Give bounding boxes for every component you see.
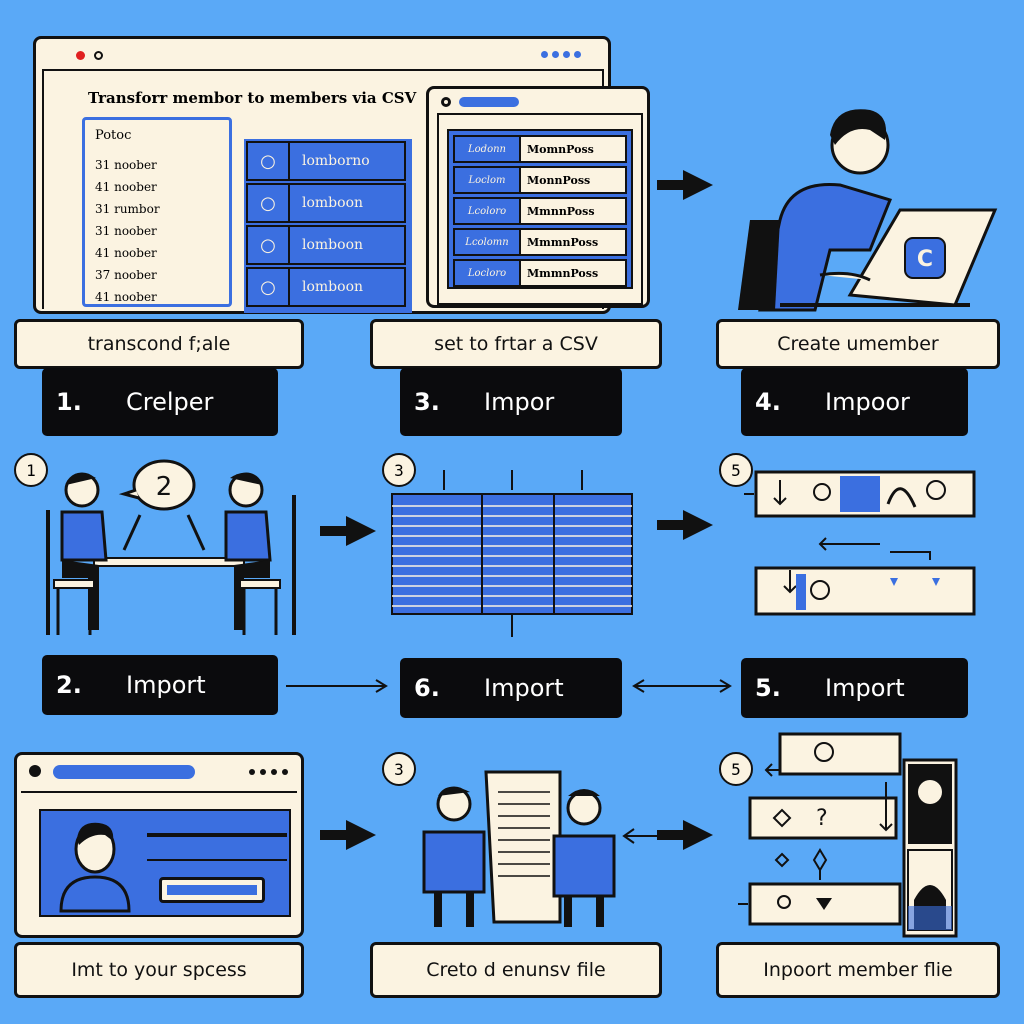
csv-cell-right: MmnnPoss [521,199,625,223]
member-list: ○ lomborno ○ lomboon ○ lomboon ○ lomboon [244,139,412,313]
step-6[interactable]: 6.Import [400,658,622,718]
step-4[interactable]: 4.Impoor [741,368,968,436]
arrow-right-icon [657,820,713,850]
member-icon: ○ [248,143,290,179]
profile-input[interactable] [159,877,265,903]
caption-import-to-spaces: Imt to your spcess [14,942,304,998]
sidebar-title: Potoc [95,128,132,143]
member-label: lomboon [302,195,364,211]
panel-number: 3 [382,453,416,487]
sidebar-row[interactable]: 41 noober [95,246,157,260]
arrow-left-icon [622,828,660,844]
sidebar-row[interactable]: 31 noober [95,224,157,238]
sidebar-row[interactable]: 41 noober [95,290,157,304]
double-arrow-icon [632,679,732,693]
step-2[interactable]: 2.Import [42,655,278,715]
panel-number: 5 [719,752,753,786]
laptop-badge: C [917,247,933,272]
csv-cell-right: MmmnPoss [521,261,625,285]
step-3[interactable]: 3.Impor [400,368,622,436]
tab-bar[interactable] [459,97,519,107]
arrow-right-icon [320,820,376,850]
window-title: Transforr membor to members via CSV [88,89,417,107]
caption-set-to-csv: set to frtar a CSV [370,319,662,369]
member-import-illustration: ? [738,732,958,938]
speech-bubble-text: 2 [156,472,173,502]
step-1[interactable]: 1.Crelper [42,368,278,436]
person-laptop-illustration: C [738,109,998,312]
member-label: lomborno [302,153,370,169]
arrow-right-icon [657,510,713,540]
caption-transcond-file: transcond f;ale [14,319,304,369]
arrow-right-icon [657,170,713,200]
panel-number: 5 [719,453,753,487]
member-label: lomboon [302,279,364,295]
member-icon: ○ [248,185,290,221]
window-minimize-dot[interactable] [94,51,103,60]
profile-card [39,809,291,917]
csv-cell-left: Lodonn [455,137,521,161]
csv-cell-left: Loclom [455,168,521,192]
csv-cell-right: MomnPoss [521,137,625,161]
member-flow-illustration [744,470,976,616]
member-label: lomboon [302,237,364,253]
window-close-dot[interactable] [76,51,85,60]
sidebar-row[interactable]: 41 noober [95,180,157,194]
profile-window [14,752,304,938]
caption-create-csv-file: Creto d enunsv file [370,942,662,998]
sidebar-row[interactable]: 37 noober [95,268,157,282]
member-list-row[interactable]: ○ lomboon [246,183,406,223]
two-people-document-illustration [422,770,616,927]
sidebar-row[interactable]: 31 rumbor [95,202,160,216]
address-bar[interactable] [53,765,195,779]
panel-number: 1 [14,453,48,487]
csv-cell-right: MonnPoss [521,168,625,192]
window-close-dot[interactable] [441,97,451,107]
arrow-right-icon [286,679,388,693]
window-dots[interactable] [541,51,581,58]
spreadsheet-illustration [391,470,633,637]
svg-text:?: ? [816,806,828,831]
panel-number: 3 [382,752,416,786]
window-close-dot[interactable] [29,765,41,777]
member-icon: ○ [248,227,290,263]
csv-cell-left: Lcoloro [455,199,521,223]
member-list-row[interactable]: ○ lomboon [246,225,406,265]
arrow-right-icon [320,516,376,546]
member-list-row[interactable]: ○ lomborno [246,141,406,181]
step-5[interactable]: 5.Import [741,658,968,718]
member-icon: ○ [248,269,290,305]
csv-cell-right: MmmnPoss [521,230,625,254]
sidebar-row[interactable]: 31 noober [95,158,157,172]
sidebar-panel: Potoc 31 noober 41 noober 31 rumbor 31 noob… [82,117,232,307]
more-dots-icon[interactable] [249,769,288,775]
user-avatar [59,822,131,913]
meeting-illustration: 2 [46,459,296,635]
csv-cell-left: Locloro [455,261,521,285]
caption-create-member: Create umember [716,319,1000,369]
caption-import-member-file: Inpoort member flie [716,942,1000,998]
csv-cell-left: Lcolomn [455,230,521,254]
member-list-row[interactable]: ○ lomboon [246,267,406,307]
